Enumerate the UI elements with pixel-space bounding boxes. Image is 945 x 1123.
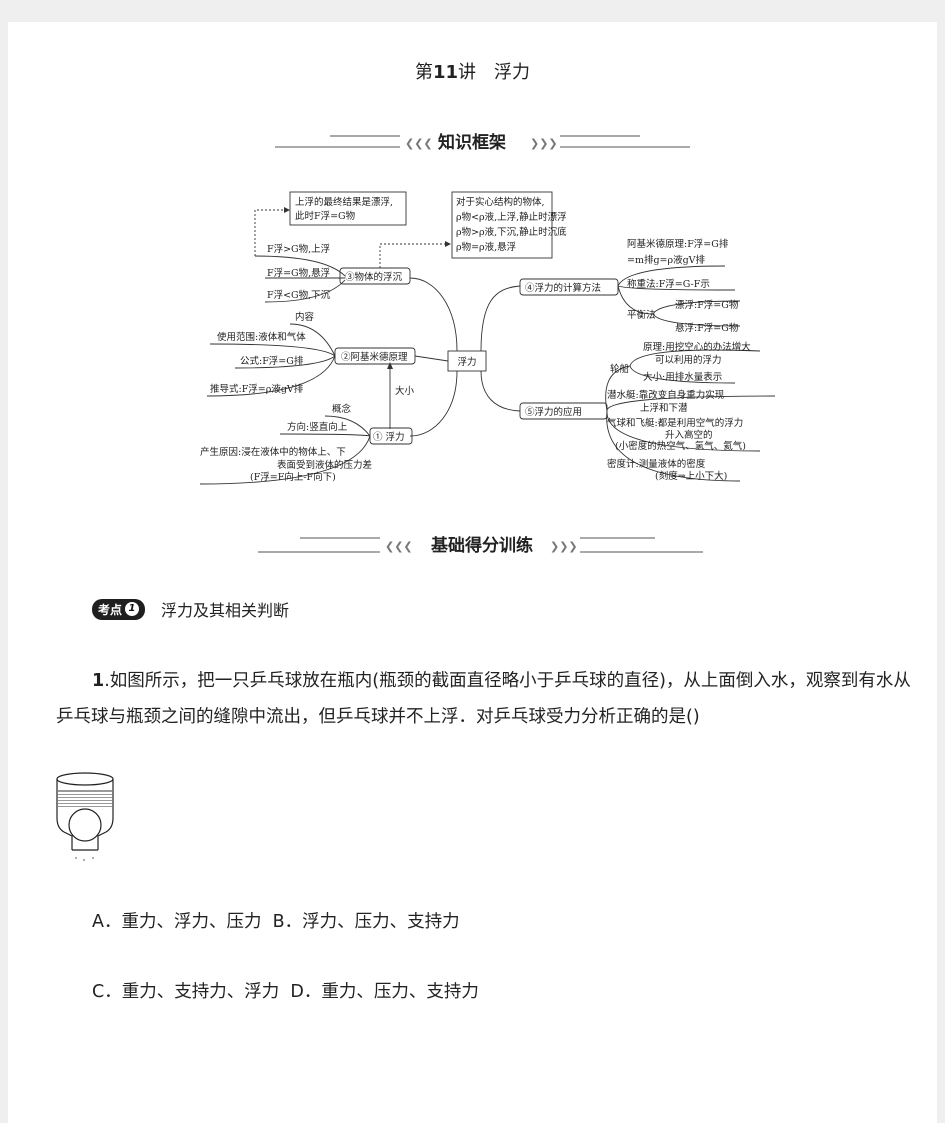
- question-number: 1: [92, 671, 105, 691]
- leaf-derived: 推导式:F浮=ρ液gV排: [210, 383, 304, 395]
- question-text: .如图所示，把一只乒乓球放在瓶内(瓶颈的截面直径略小于乒乓球的直径)，从上面倒入…: [56, 671, 911, 727]
- submarine-2: 上浮和下潜: [640, 402, 688, 414]
- ship-principle-2: 可以利用的浮力: [655, 354, 722, 366]
- leaf-cause-1: 产生原因:浸在液体中的物体上、下: [200, 446, 346, 458]
- box2-line4: ρ物=ρ液,悬浮: [456, 241, 516, 253]
- svg-text:❯❯❯: ❯❯❯: [550, 540, 578, 553]
- ship-size: 大小:用排水量表示: [643, 371, 722, 383]
- knowledge-mindmap: 浮力 ③物体的浮沉 ②阿基米德原理 ① 浮力 ④浮力的计算方法 ⑤浮力的应用 大…: [199, 191, 775, 485]
- leaf-archimedes-method-2: =m排g=ρ液gV排: [627, 254, 706, 266]
- framework-banner: ❮❮❮ ❯❯❯ 知识框架: [0, 126, 945, 156]
- balloon-2: 升入高空的: [665, 429, 713, 441]
- node-applications: ⑤浮力的应用: [525, 406, 582, 418]
- ship-principle-1: 原理:用挖空心的办法增大: [643, 341, 751, 353]
- link-label-size: 大小: [395, 385, 415, 397]
- leaf-direction: 方向:竖直向上: [287, 421, 348, 433]
- svg-text:❯❯❯: ❯❯❯: [530, 137, 558, 150]
- practice-banner: ❮❮❮ ❯❯❯ 基础得分训练: [0, 530, 945, 560]
- node-float-sink: ③物体的浮沉: [345, 271, 403, 283]
- svg-text:❮❮❮: ❮❮❮: [405, 137, 433, 150]
- node-archimedes: ②阿基米德原理: [341, 351, 408, 363]
- submarine-1: 潜水艇:靠改变自身重力实现: [607, 389, 725, 401]
- leaf-floating: 漂浮:F浮=G物: [675, 299, 739, 311]
- balloon-1: 气球和飞艇:都是利用空气的浮力: [607, 417, 743, 429]
- node-buoyancy: ① 浮力: [373, 431, 405, 443]
- document-page: [8, 22, 937, 1123]
- box2-line2: ρ物<ρ液,上浮,静止时漂浮: [456, 211, 567, 223]
- bottle-ping-pong-figure: [56, 772, 114, 861]
- box2-line1: 对于实心结构的物体,: [456, 196, 545, 208]
- box1-line1: 上浮的最终结果是漂浮,: [295, 196, 393, 208]
- leaf-suspend: F浮=G物,悬浮: [267, 267, 330, 279]
- mindmap-center: 浮力: [457, 356, 476, 368]
- leaf-sink: F浮<G物,下沉: [267, 289, 331, 301]
- leaf-scope: 使用范围:液体和气体: [217, 331, 306, 343]
- hydrometer-1: 密度计:测量液体的密度: [607, 458, 706, 470]
- page-title: 第11讲 浮力: [414, 62, 531, 83]
- framework-banner-label: 知识框架: [437, 132, 506, 153]
- question-1: 1.如图所示，把一只乒乓球放在瓶内(瓶颈的截面直径略小于乒乓球的直径)，从上面倒…: [56, 663, 916, 735]
- leaf-archimedes-method-1: 阿基米德原理:F浮=G排: [627, 238, 729, 250]
- balloon-3: (小密度的热空气、氢气、氦气): [615, 440, 746, 452]
- leaf-suspended: 悬浮:F浮=G物: [675, 322, 739, 334]
- practice-banner-label: 基础得分训练: [430, 535, 533, 556]
- svg-text:❮❮❮: ❮❮❮: [385, 540, 413, 553]
- section-title: 浮力及其相关判断: [161, 601, 290, 620]
- leaf-cause-3: (F浮=F向上-F向下): [250, 471, 336, 483]
- leaf-rise: F浮>G物,上浮: [267, 243, 330, 255]
- box2-line3: ρ物>ρ液,下沉,静止时沉底: [456, 226, 567, 238]
- leaf-cause-2: 表面受到液体的压力差: [277, 459, 372, 471]
- leaf-formula: 公式:F浮=G排: [240, 355, 304, 367]
- leaf-weigh-method: 称重法:F浮=G-F示: [627, 278, 710, 290]
- node-calc-methods: ④浮力的计算方法: [525, 282, 601, 294]
- box1-line2: 此时F浮=G物: [295, 210, 356, 222]
- leaf-ship: 轮船: [610, 363, 630, 375]
- options-line-cd: C．重力、支持力、浮力 D．重力、压力、支持力: [92, 982, 479, 1002]
- leaf-concept: 概念: [332, 403, 352, 415]
- options-line-ab: A．重力、浮力、压力 B．浮力、压力、支持力: [92, 912, 460, 932]
- leaf-balance-method: 平衡法: [627, 309, 656, 321]
- hydrometer-2: (刻度⇒上小下大): [655, 470, 727, 482]
- leaf-content: 内容: [295, 311, 315, 323]
